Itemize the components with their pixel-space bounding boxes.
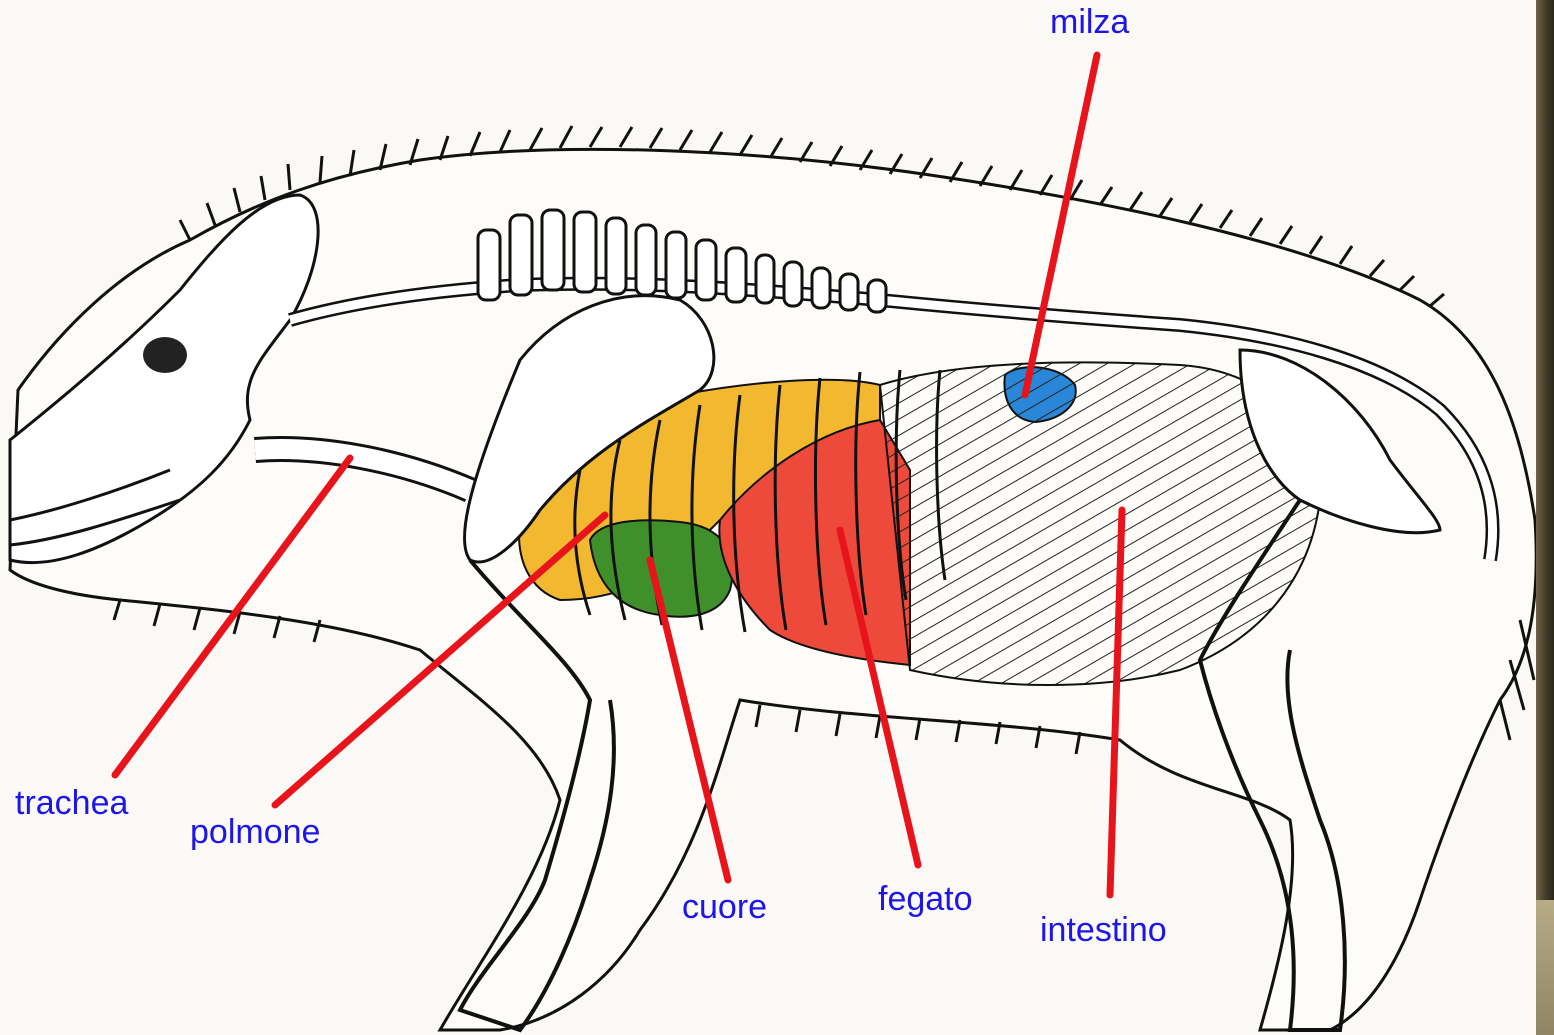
label-trachea: trachea bbox=[15, 786, 128, 820]
label-intestino: intestino bbox=[1040, 913, 1167, 947]
eye-orbit bbox=[143, 337, 187, 373]
label-polmone: polmone bbox=[190, 815, 320, 849]
label-fegato: fegato bbox=[878, 882, 973, 916]
label-milza: milza bbox=[1050, 5, 1129, 39]
frame-corner bbox=[1536, 900, 1554, 1035]
label-cuore: cuore bbox=[682, 890, 767, 924]
frame-edge bbox=[1536, 0, 1554, 1035]
